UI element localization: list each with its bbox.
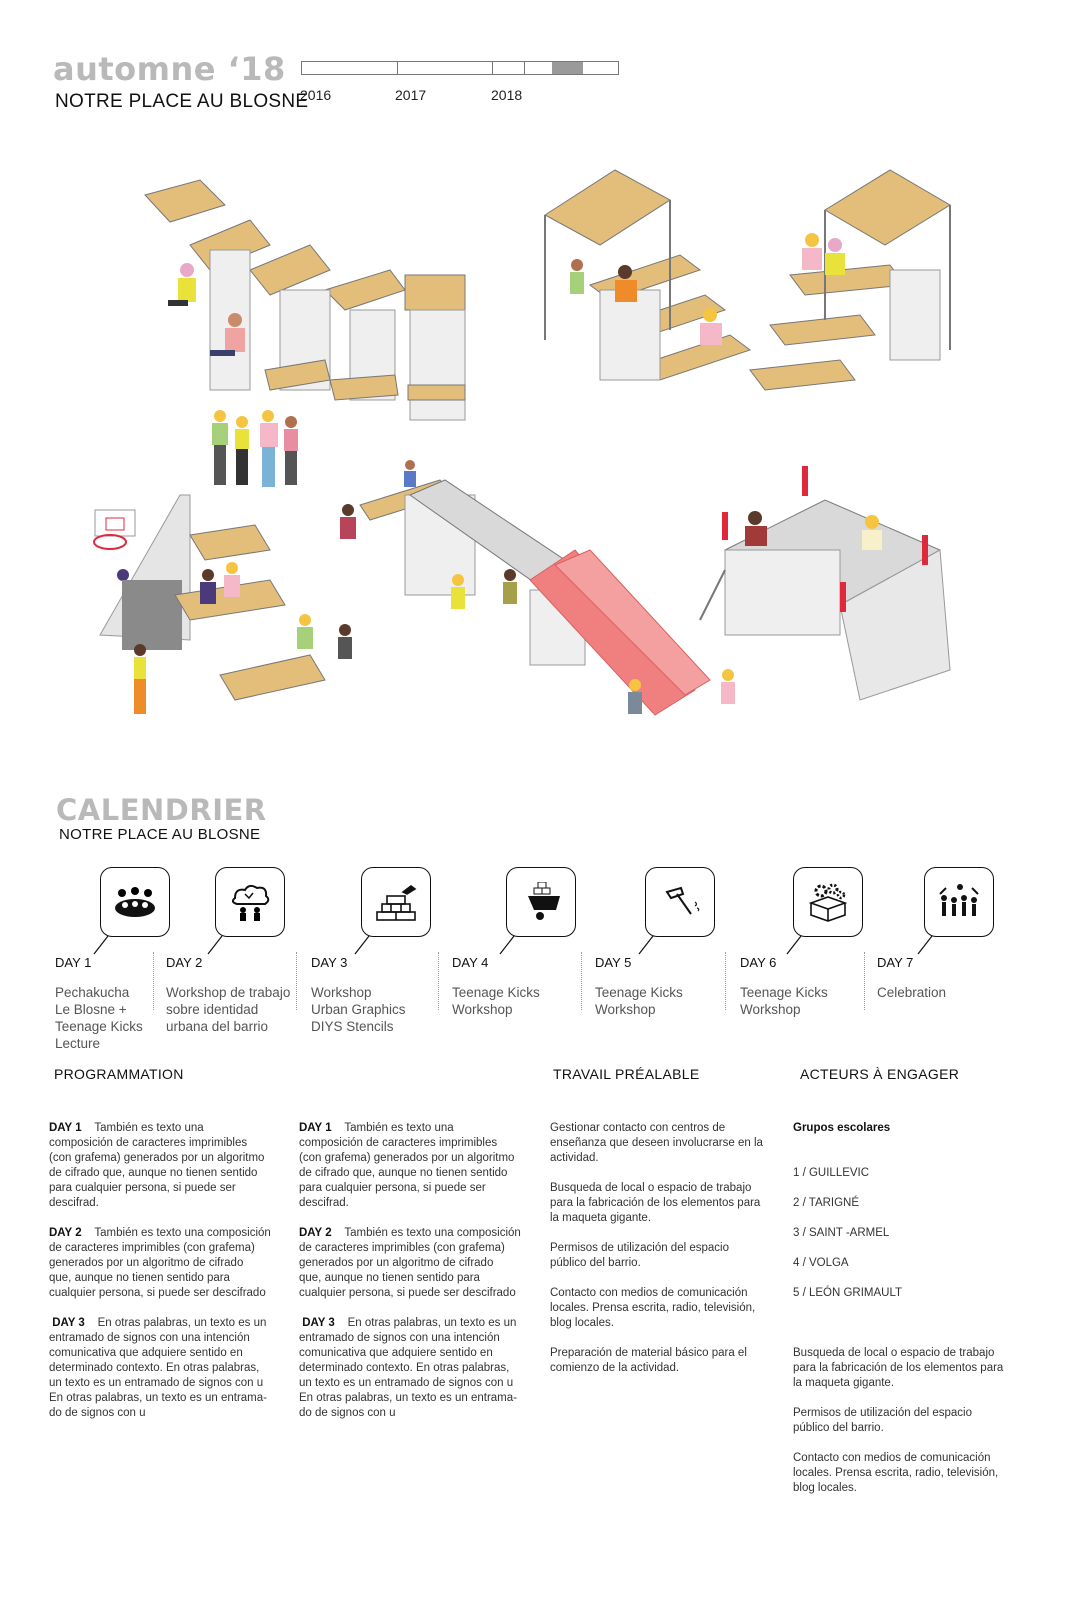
program-text: También es texto una composición de cara… [49,1227,271,1299]
school-item: 3 / SAINT -ARMEL [793,1227,890,1239]
school-item: 1 / GUILLEVIC [793,1167,870,1179]
day-divider [296,952,297,1010]
travail-heading: TRAVAIL PRÉALABLE [553,1066,700,1082]
calendar-day-4: DAY 4 Teenage Kicks Workshop [452,955,540,1018]
day-description: Teenage Kicks Workshop [595,985,683,1017]
year-label: 2018 [491,87,523,103]
calendar-title: CALENDRIER [56,793,267,827]
calendar-day-7: DAY 7 Celebration [877,955,946,1001]
day-divider [438,952,439,1010]
school-item: 2 / TARIGNÉ [793,1197,860,1209]
program-day: DAY 1 [299,1122,332,1134]
travail-paragraph: Preparación de material básico para el c… [550,1347,747,1374]
acteurs-paragraph: Contacto con medios de comunicación loca… [793,1452,999,1494]
programmation-column-1: DAY 1 También es texto una composición d… [49,1121,279,1436]
audience-icon [100,867,170,937]
program-day: DAY 3 [52,1317,85,1329]
calendar-day-5: DAY 5 Teenage Kicks Workshop [595,955,683,1018]
day-divider [864,952,865,1010]
wheelbarrow-icon [506,867,576,937]
program-text: En otras palabras, un texto es un entram… [49,1317,267,1419]
day-label: DAY 6 [740,955,777,970]
day-description: Teenage Kicks Workshop [452,985,540,1017]
day-label: DAY 1 [55,955,92,970]
program-entry: DAY 1 También es texto una composición d… [49,1121,279,1211]
programmation-heading: PROGRAMMATION [54,1066,184,1082]
year-label: 2016 [300,87,332,103]
day-description: Teenage Kicks Workshop [740,985,828,1017]
isometric-furniture-illustration [93,169,951,716]
standing-people [212,410,298,487]
program-entry: DAY 2 También es texto una composición d… [49,1226,279,1301]
day-label: DAY 5 [595,955,632,970]
bricks-trowel-icon [361,867,431,937]
programmation-column-2: DAY 1 También es texto una composición d… [299,1121,529,1436]
bridge-slide-group [340,460,735,716]
timeline-highlight [551,62,584,74]
acteurs-heading: ACTEURS À ENGAGER [800,1066,960,1082]
travail-paragraph: Contacto con medios de comunicación loca… [550,1287,756,1329]
gears-box-icon [793,867,863,937]
school-item: 4 / VOLGA [793,1257,849,1269]
travail-paragraph: Busqueda de local o espacio de trabajo p… [550,1182,761,1224]
program-entry: DAY 3 En otras palabras, un texto es un … [299,1316,529,1421]
program-day: DAY 2 [299,1227,332,1239]
travail-paragraph: Permisos de utilización del espacio públ… [550,1242,729,1269]
tiered-bench-group [544,169,951,391]
program-text: También es texto una composición de cara… [299,1122,515,1209]
program-entry: DAY 2 También es texto una composición d… [299,1226,529,1301]
day-divider [725,952,726,1010]
program-entry: DAY 3 En otras palabras, un texto es un … [49,1316,279,1421]
day-divider [153,952,154,1010]
day-label: DAY 3 [311,955,348,970]
year-label: 2017 [395,87,427,103]
celebration-icon [924,867,994,937]
travail-column: Gestionar contacto con centros de enseña… [550,1121,780,1391]
school-group-title: Grupos escolares [793,1122,891,1134]
program-text: También es texto una composición de cara… [49,1122,265,1209]
program-day: DAY 2 [49,1227,82,1239]
day-label: DAY 4 [452,955,489,970]
day-divider [581,952,582,1010]
icon-connectors [93,935,933,955]
acteurs-paragraph: Permisos de utilización del espacio públ… [793,1407,972,1434]
day-label: DAY 7 [877,955,914,970]
timeline-bar [301,61,619,75]
brainstorm-icon [215,867,285,937]
hammer-icon [645,867,715,937]
bench-modules-group [144,179,466,421]
day-description: Celebration [877,985,947,1000]
travail-paragraph: Gestionar contacto con centros de enseña… [550,1122,763,1164]
program-text: También es texto una composición de cara… [299,1227,521,1299]
calendar-day-1: DAY 1 Pechakucha Le Blosne + Teenage Kic… [55,955,143,1052]
calendar-day-6: DAY 6 Teenage Kicks Workshop [740,955,828,1018]
page-title: automne ‘18 [53,50,286,88]
school-item: 5 / LEÓN GRIMAULT [793,1287,903,1299]
program-text: En otras palabras, un texto es un entram… [299,1317,517,1419]
calendar-day-3: DAY 3 Workshop Urban Graphics DIYS Stenc… [311,955,406,1035]
day-label: DAY 2 [166,955,203,970]
acteurs-column: Grupos escolares 1 / GUILLEVIC 2 / TARIG… [793,1121,1033,1511]
program-day: DAY 1 [49,1122,82,1134]
acteurs-paragraph: Busqueda de local o espacio de trabajo p… [793,1347,1004,1389]
day-description: Workshop de trabajo sobre identidad urba… [166,985,291,1034]
basketball-stair-group [93,494,352,714]
page-subtitle: NOTRE PLACE AU BLOSNE [55,91,309,112]
net-platform-group [699,466,951,701]
program-entry: DAY 1 También es texto una composición d… [299,1121,529,1211]
day-description: Workshop Urban Graphics DIYS Stencils [311,985,406,1034]
day-description: Pechakucha Le Blosne + Teenage Kicks Lec… [55,985,143,1051]
calendar-day-2: DAY 2 Workshop de trabajo sobre identida… [166,955,290,1035]
program-day: DAY 3 [302,1317,335,1329]
calendar-subtitle: NOTRE PLACE AU BLOSNE [59,826,261,843]
